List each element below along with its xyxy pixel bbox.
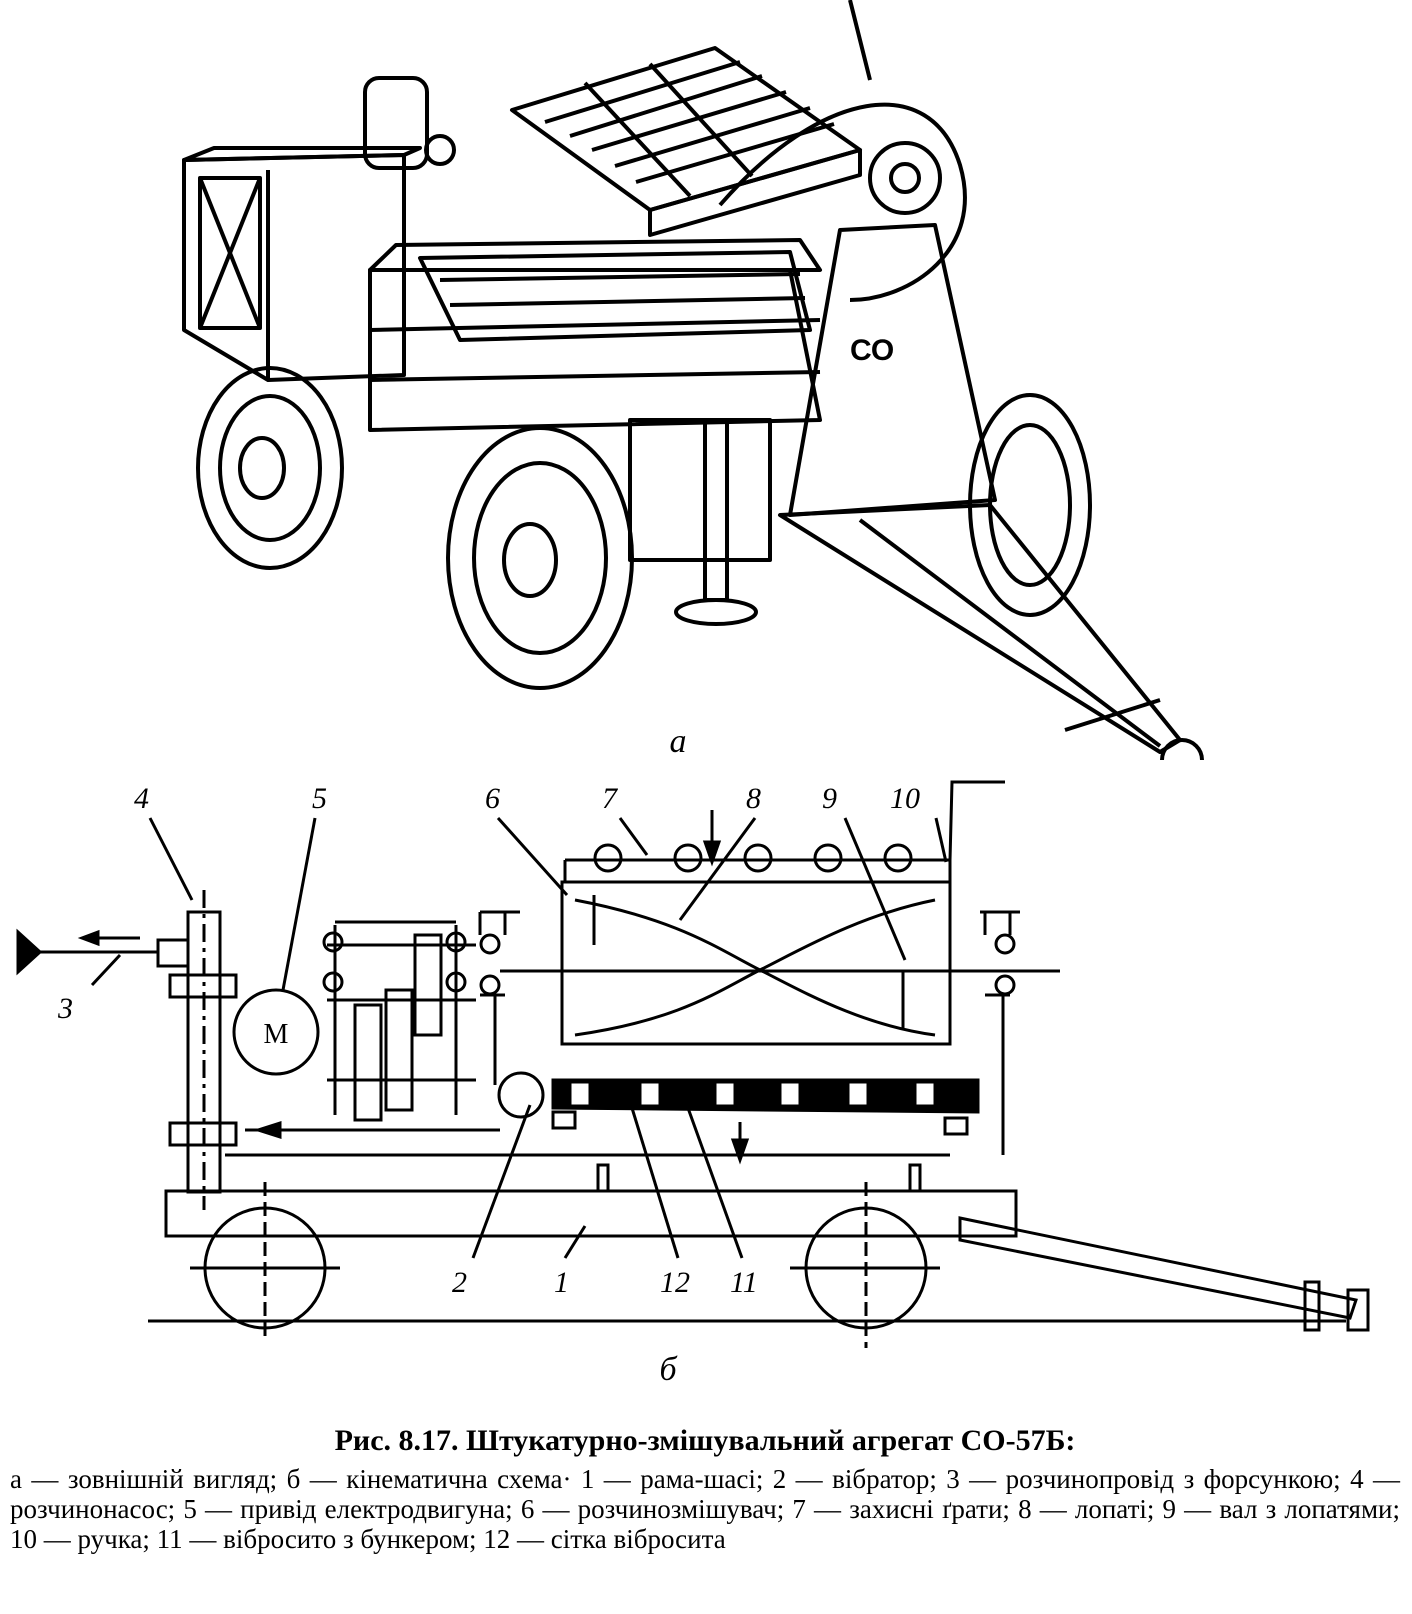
kinematic-scheme: М 4 5 6 7 8 9 10 3 2 1 12 11 б bbox=[16, 780, 1370, 1388]
part-number-11: 11 bbox=[730, 1266, 758, 1299]
part-number-8: 8 bbox=[746, 782, 761, 815]
illustration-exterior-view: СО а bbox=[182, 0, 1204, 760]
part-number-10: 10 bbox=[890, 782, 920, 815]
subfigure-label-a: а bbox=[670, 723, 687, 760]
subfigure-label-b: б bbox=[659, 1351, 678, 1388]
part-number-4: 4 bbox=[134, 782, 149, 815]
part-number-9: 9 bbox=[822, 782, 837, 815]
svg-text:СО: СО bbox=[850, 334, 894, 367]
caption-title: Рис. 8.17. Штукатурно-змішувальний агрег… bbox=[334, 1424, 1076, 1457]
part-number-7: 7 bbox=[602, 782, 619, 815]
mixer bbox=[560, 880, 952, 1046]
part-number-12: 12 bbox=[660, 1266, 690, 1299]
caption-body: а — зовнішній вигляд; б — кінематична сх… bbox=[10, 1464, 1400, 1554]
motor bbox=[232, 988, 320, 1076]
part-number-6: 6 bbox=[485, 782, 500, 815]
figure-caption: Рис. 8.17. Штукатурно-змішувальний агрег… bbox=[10, 1424, 1400, 1554]
part-number-1: 1 bbox=[554, 1266, 569, 1299]
part-number-3: 3 bbox=[57, 992, 73, 1025]
motor-label: М bbox=[264, 1019, 289, 1050]
part-number-5: 5 bbox=[312, 782, 327, 815]
part-number-2: 2 bbox=[452, 1266, 467, 1299]
